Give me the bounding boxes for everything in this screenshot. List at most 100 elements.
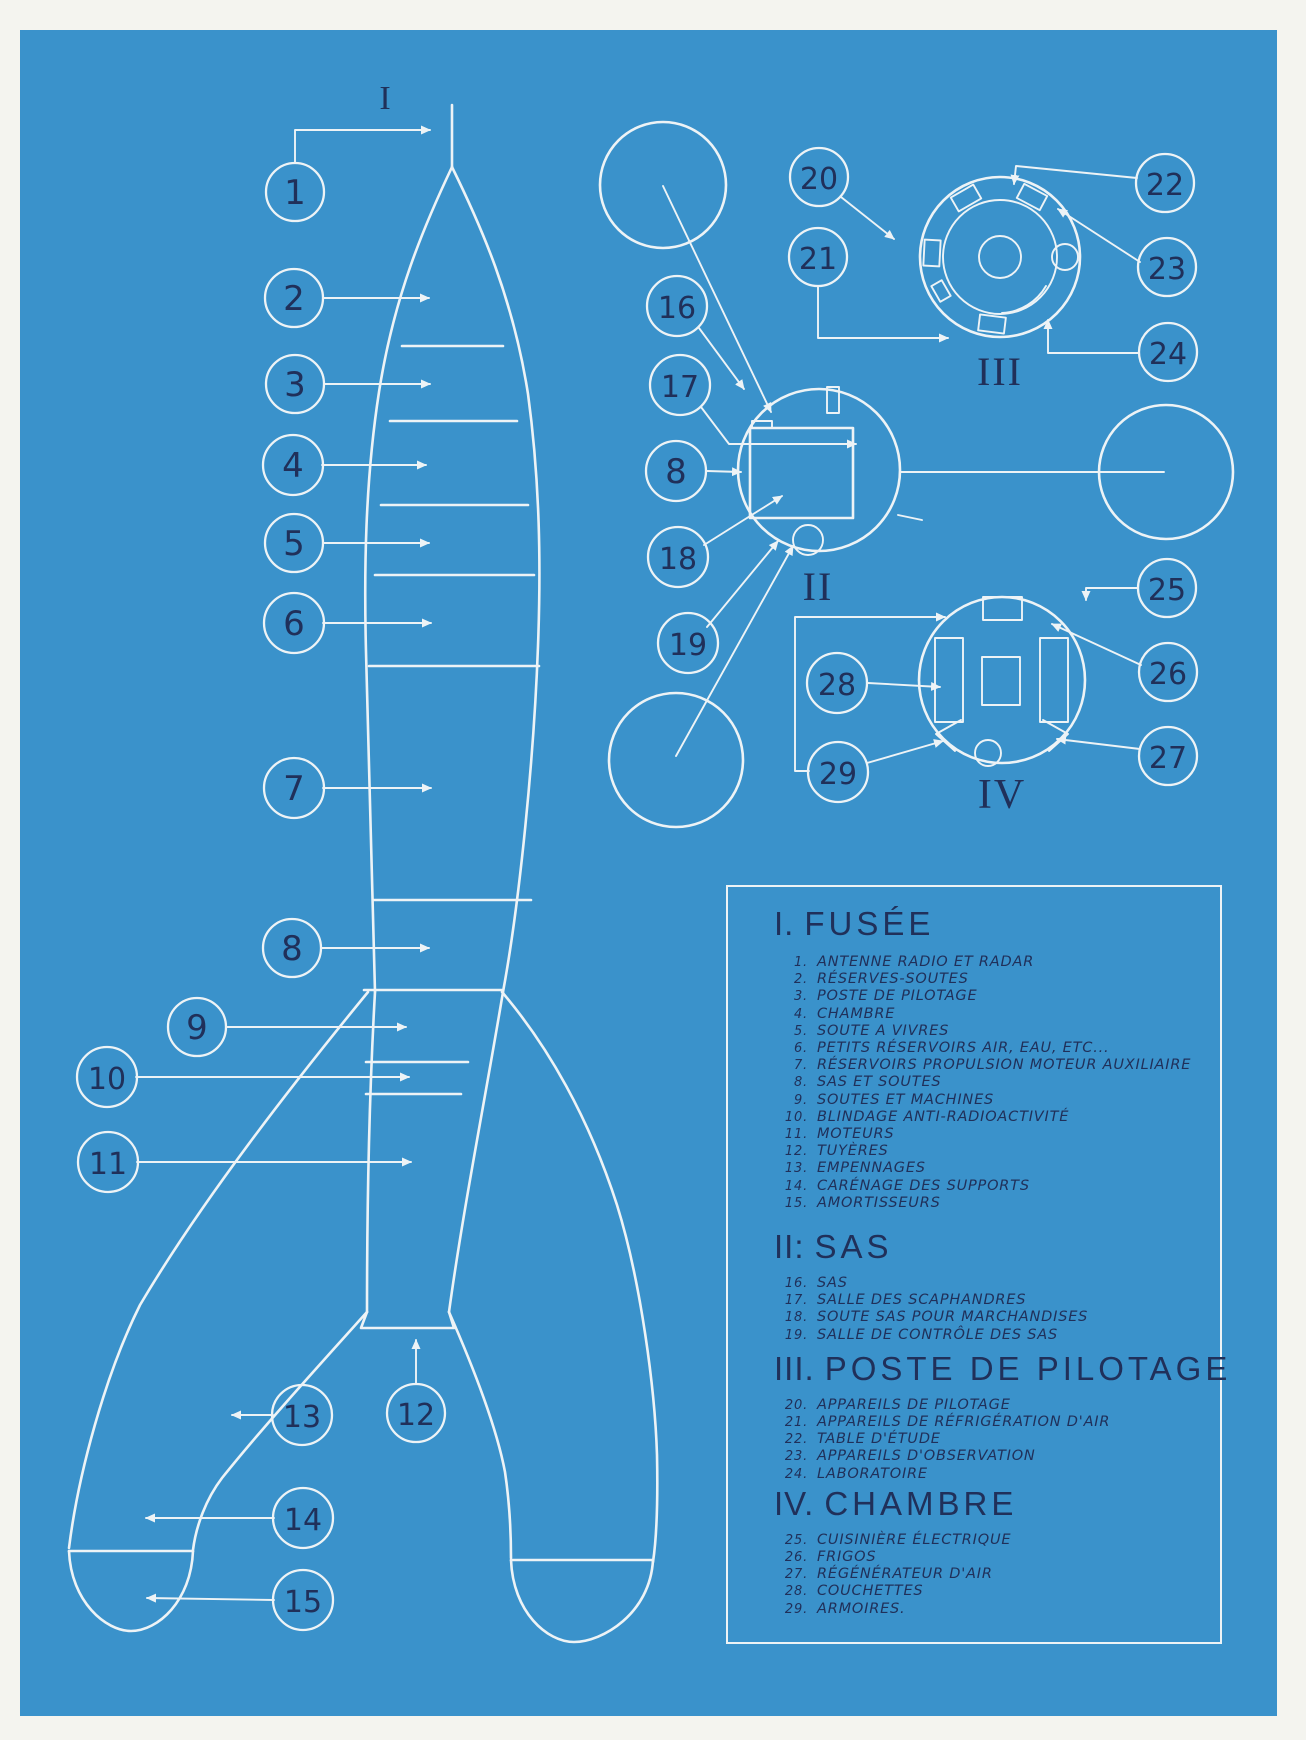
legend-item-number: 29. (784, 1601, 808, 1617)
legend-item-text: SALLE DES SCAPHANDRES (817, 1292, 1027, 1309)
legend-item: 5.SOUTE A VIVRES (774, 1023, 1210, 1040)
legend-item-text: CHAMBRE (817, 1005, 896, 1022)
legend-item-number: 22. (784, 1432, 808, 1448)
callout-19: 19 (656, 611, 720, 675)
callout-number: 18 (659, 542, 697, 577)
legend-item-text: SAS ET SOUTES (817, 1074, 942, 1091)
legend-item-number: 8. (793, 1075, 808, 1091)
legend-item-number: 7. (793, 1058, 808, 1074)
legend-section-numeral: III. (774, 1349, 815, 1387)
legend-item-text: SALLE DE CONTRÔLE DES SAS (817, 1326, 1059, 1343)
legend-item-text: COUCHETTES (817, 1583, 924, 1600)
callout-number: 15 (284, 1585, 322, 1620)
callout-number: 9 (186, 1008, 208, 1048)
legend-section-heading: I.FUSÉE (774, 907, 1210, 940)
legend-item-text: APPAREILS D'OBSERVATION (817, 1448, 1036, 1465)
legend-item: 24.LABORATOIRE (774, 1466, 1210, 1483)
legend-item-number: 13. (784, 1161, 808, 1177)
callout-number: 11 (89, 1147, 127, 1182)
fin-left-pod (67, 1549, 195, 1633)
legend-section-heading: III.POSTE DE PILOTAGE (774, 1349, 1227, 1387)
legend-item-text: LABORATOIRE (817, 1465, 928, 1482)
legend-item-text: SOUTE SAS POUR MARCHANDISES (817, 1309, 1089, 1326)
callout-leaders (135, 125, 1142, 1603)
legend-item: 22.TABLE D'ÉTUDE (774, 1431, 1210, 1448)
legend-item: 7.RÉSERVOIRS PROPULSION MOTEUR AUXILIAIR… (774, 1057, 1210, 1074)
legend-item-text: ARMOIRES. (817, 1600, 906, 1617)
legend-item-number: 12. (784, 1144, 808, 1160)
legend-item-text: TUYÈRES (817, 1143, 889, 1160)
legend-item: 2.RÉSERVES-SOUTES (774, 971, 1210, 988)
fin-right-leading-edge (500, 990, 659, 1564)
legend-item: 17. SALLE DES SCAPHANDRES (774, 1292, 1210, 1309)
callout-29: 29 (806, 740, 870, 804)
callout-24: 24 (1137, 321, 1199, 383)
legend-item-number: 14. (784, 1178, 808, 1194)
legend-item-text: FRIGOS (817, 1549, 877, 1566)
fin-right-trailing-edge (447, 1310, 513, 1560)
legend-item: 13.EMPENNAGES (774, 1160, 1210, 1177)
callout-1: 1 (264, 161, 326, 223)
view-label-ii: II (803, 564, 834, 609)
callout-16: 16 (645, 274, 709, 338)
callout-27: 27 (1137, 725, 1199, 787)
callout-3: 3 (264, 353, 326, 415)
legend-section: III.POSTE DE PILOTAGE 20.APPAREILS DE PIL… (774, 1349, 1227, 1483)
legend-item-number: 1. (793, 955, 808, 970)
legend-section-numeral: II: (774, 1228, 805, 1266)
rocket-left-edge (363, 165, 454, 994)
legend-item: 20.APPAREILS DE PILOTAGE (774, 1397, 1210, 1414)
callout-number: 3 (284, 365, 306, 405)
legend-item: 25.CUISINIÈRE ÉLECTRIQUE (774, 1532, 1210, 1549)
callout-number: 10 (88, 1062, 126, 1097)
callout-21: 21 (787, 226, 849, 288)
legend-item-number: 3. (793, 989, 808, 1005)
legend-item-number: 9. (793, 1092, 808, 1108)
callout-number: 8 (665, 452, 687, 492)
callout-13: 13 (270, 1383, 334, 1447)
callout-number: 22 (1146, 168, 1184, 203)
fin-left-trailing-edge (191, 1310, 369, 1552)
legend-item-text: RÉGÉNÉRATEUR D'AIR (817, 1566, 993, 1583)
legend-item: 1. ANTENNE RADIO ET RADAR (774, 954, 1210, 971)
legend-item: 19.SALLE DE CONTRÔLE DES SAS (774, 1327, 1210, 1344)
callout-number: 16 (658, 291, 696, 326)
legend-item-number: 17. (784, 1293, 808, 1309)
callout-number: 12 (397, 1398, 435, 1433)
legend-item-text: POSTE DE PILOTAGE (817, 988, 978, 1005)
callout-8: 8 (261, 917, 323, 979)
callout-9: 9 (166, 996, 228, 1058)
legend-item: 27.RÉGÉNÉRATEUR D'AIR (774, 1566, 1210, 1583)
callout-number: 21 (799, 242, 837, 277)
callout-8: 8 (644, 439, 708, 503)
legend-item-number: 26. (784, 1550, 808, 1566)
legend-item-number: 23. (784, 1449, 808, 1465)
legend-item-text: CARÉNAGE DES SUPPORTS (817, 1177, 1030, 1194)
locator-circle-bottom (607, 691, 745, 829)
legend-section-title: SAS (814, 1228, 893, 1266)
callout-10: 10 (75, 1045, 139, 1109)
legend-section-heading: II: SAS (774, 1230, 1210, 1263)
legend-item-text: ANTENNE RADIO ET RADAR (817, 954, 1035, 970)
legend-item-number: 10. (784, 1109, 808, 1125)
legend-item-text: SOUTES ET MACHINES (817, 1091, 995, 1108)
section-view-iii (918, 175, 1082, 339)
callout-number: 17 (661, 370, 699, 405)
legend-item-text: SOUTE A VIVRES (817, 1022, 950, 1039)
fin-right-pod (509, 1558, 655, 1644)
legend-item-number: 11. (784, 1127, 808, 1143)
legend-item: 21.APPAREILS DE RÉFRIGÉRATION D'AIR (774, 1414, 1210, 1431)
callout-number: 26 (1149, 657, 1187, 692)
view-label-iv: IV (978, 772, 1026, 818)
legend-item: 9. SOUTES ET MACHINES (774, 1092, 1210, 1109)
legend-item-number: 16. (784, 1276, 808, 1292)
legend-item: 14. CARÉNAGE DES SUPPORTS (774, 1178, 1210, 1195)
callout-15: 15 (271, 1568, 335, 1632)
callout-number: 24 (1149, 337, 1187, 372)
rocket-tail-right (447, 990, 505, 1314)
callout-14: 14 (271, 1486, 335, 1550)
legend-section-title: POSTE DE PILOTAGE (824, 1349, 1232, 1387)
legend-item: 4.CHAMBRE (774, 1006, 1210, 1023)
